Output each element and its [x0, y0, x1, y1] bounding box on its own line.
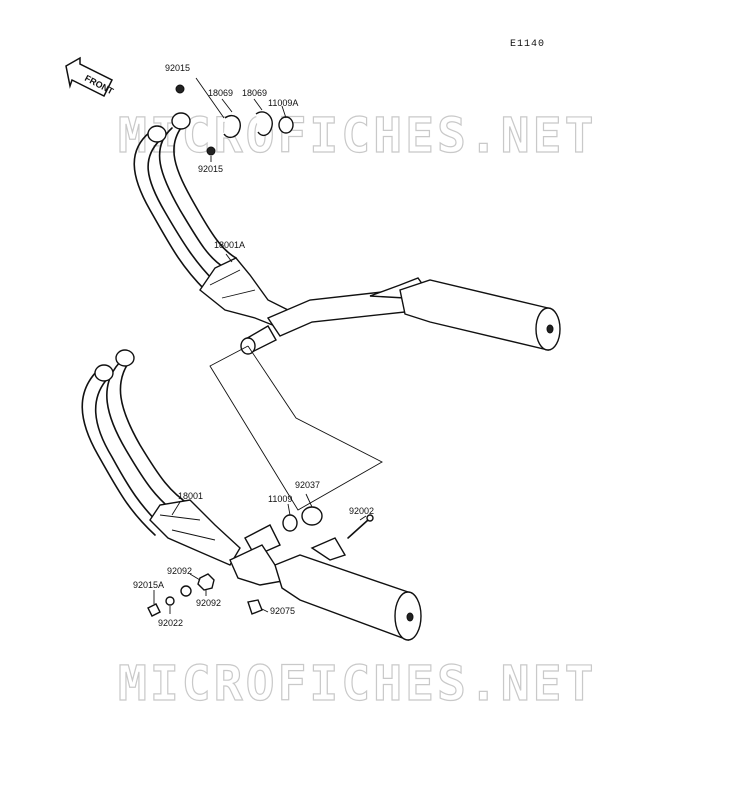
watermark-bottom: MICROFICHES.NET	[118, 656, 596, 712]
label-11009A: 11009A	[268, 98, 298, 108]
label-92002: 92002	[349, 506, 374, 516]
label-92015-top: 92015	[165, 63, 190, 73]
label-18001: 18001	[178, 491, 203, 501]
nut-92092-a	[197, 573, 215, 591]
nut-92015A	[147, 603, 161, 617]
clamp-18069-a	[223, 114, 241, 139]
clamp-18069-b	[255, 111, 273, 137]
bolt-92002	[347, 519, 369, 539]
label-18069-b: 18069	[242, 88, 267, 98]
watermark-top: MICROFICHES.NET	[118, 108, 596, 164]
diagram-code: E1140	[510, 39, 545, 50]
label-18069-a: 18069	[208, 88, 233, 98]
gasket-11009	[282, 514, 298, 532]
washer-92022	[165, 596, 175, 606]
muffler-assembly-18001A	[133, 112, 561, 355]
washer-92092-b	[180, 585, 192, 597]
label-11009: 11009	[268, 494, 292, 504]
label-92015A: 92015A	[133, 580, 164, 590]
nut-92015-top	[175, 84, 185, 94]
muffler-assembly-18001	[81, 349, 422, 642]
label-92037: 92037	[295, 480, 320, 490]
label-92092-b: 92092	[196, 598, 221, 608]
label-92092-a: 92092	[167, 566, 192, 576]
label-92015-mid: 92015	[198, 164, 223, 174]
upper-small-parts	[175, 84, 294, 156]
part-labels: 92015 18069 18069 11009A 92015 18001A 18…	[133, 63, 374, 628]
cap-92075	[247, 599, 263, 615]
nut-92015-mid	[206, 146, 216, 156]
connection-lines	[209, 345, 383, 511]
leader-lines	[153, 77, 367, 614]
front-arrow-icon: FRONT	[65, 56, 116, 98]
label-92075: 92075	[270, 606, 295, 616]
label-18001A: 18001A	[214, 240, 245, 250]
clamp-92037	[301, 506, 323, 526]
lower-small-parts	[147, 506, 374, 617]
label-92022: 92022	[158, 618, 183, 628]
gasket-11009A	[278, 116, 294, 134]
